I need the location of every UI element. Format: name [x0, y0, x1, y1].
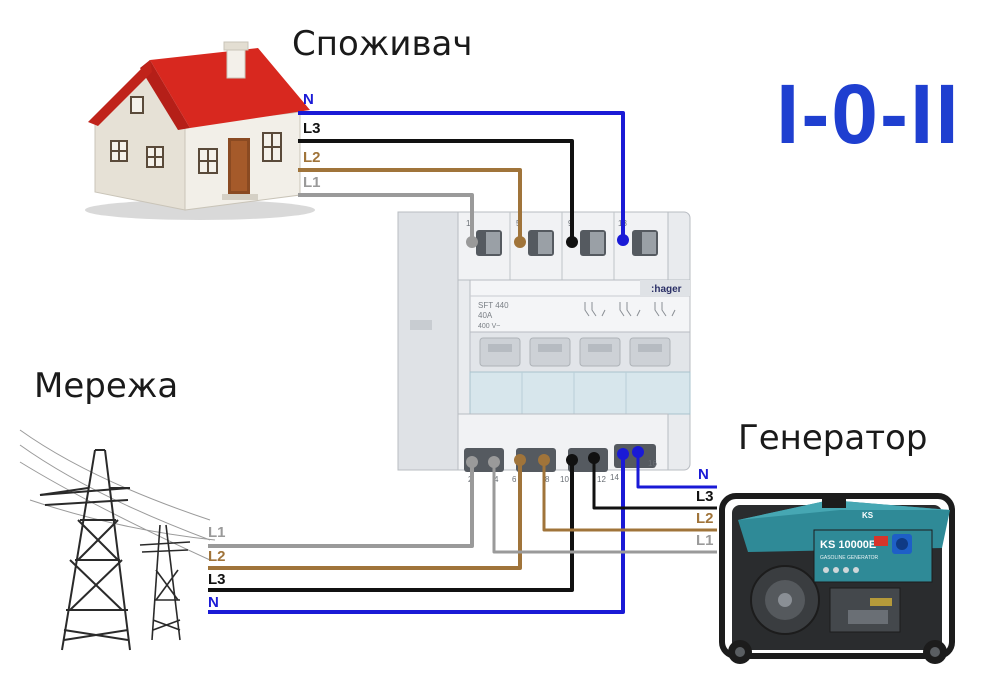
- power-pylon-icon: [19, 429, 216, 651]
- house-wires: [298, 111, 625, 240]
- switch-rating: 40A: [478, 311, 493, 320]
- generator-wires: [492, 456, 717, 554]
- terminal-number: 8: [545, 475, 550, 484]
- wire-grid-l1: [208, 462, 474, 548]
- wire-gen-n: [636, 456, 717, 489]
- grid-label: Мережа: [34, 366, 179, 406]
- terminal-number: 4: [494, 475, 499, 484]
- generator-wire-tag-l2: L2: [696, 510, 714, 527]
- switch-model: SFT 440: [478, 301, 509, 310]
- generator-model: KS 10000E: [820, 539, 876, 551]
- grid-wire-tag-l3: L3: [208, 571, 226, 588]
- switch-voltage: 400 V~: [478, 323, 500, 330]
- wire-gen-l3: [592, 460, 717, 510]
- wire-house-l2: [298, 168, 522, 240]
- terminal-number: 1: [466, 219, 471, 228]
- top-terminal-dots: [466, 234, 629, 248]
- wire-gen-l1: [492, 462, 717, 554]
- mode-indicator: I-0-II: [776, 67, 961, 161]
- bottom-terminal-dots: [466, 446, 644, 468]
- wire-house-n: [298, 111, 625, 238]
- generator-icon: KS KS 10000E GASOLINE GENERATOR: [719, 493, 955, 664]
- terminal-number: 12: [597, 475, 606, 484]
- wire-house-l3: [298, 139, 574, 240]
- house-wire-tag-n: N: [303, 91, 314, 108]
- terminal-number: 14: [610, 473, 619, 482]
- wire-grid-l2: [208, 462, 522, 570]
- wire-grid-l3: [208, 462, 574, 592]
- generator-wire-tag-l3: L3: [696, 488, 714, 505]
- consumer-label: Споживач: [292, 24, 473, 64]
- house-wire-tag-l2: L2: [303, 149, 321, 166]
- wire-gen-l2: [542, 460, 717, 532]
- house-wire-tag-l3: L3: [303, 120, 321, 137]
- generator-subtitle: GASOLINE GENERATOR: [820, 555, 879, 561]
- generator-label: Генератор: [738, 418, 928, 458]
- generator-brand-badge: KS: [862, 511, 874, 520]
- transfer-switch: 1 5 9 13 :hager SFT 440 40A 400 V~: [397, 211, 691, 484]
- house-icon: [85, 41, 315, 220]
- generator-wire-tag-n: N: [698, 466, 709, 483]
- terminal-number: 16: [648, 459, 657, 468]
- terminal-number: 10: [560, 475, 569, 484]
- brand-logo: :hager: [651, 284, 682, 295]
- grid-wires: [208, 456, 625, 614]
- house-wire-tag-l1: L1: [303, 174, 321, 191]
- grid-wire-tag-l1: L1: [208, 524, 226, 541]
- terminal-number: 6: [512, 475, 517, 484]
- generator-wire-tag-l1: L1: [696, 532, 714, 549]
- wire-house-l1: [298, 193, 474, 240]
- grid-wire-tag-l2: L2: [208, 548, 226, 565]
- grid-wire-tag-n: N: [208, 594, 219, 611]
